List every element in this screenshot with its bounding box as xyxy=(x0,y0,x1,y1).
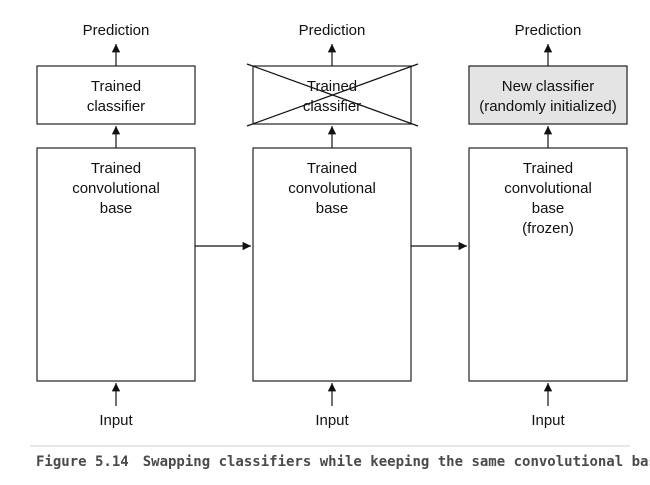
column-2: Prediction Trained classifier Trained co… xyxy=(246,22,419,429)
base-label-line-2: convolutional xyxy=(504,180,592,197)
convolutional-base-box xyxy=(468,147,628,382)
base-label-line-1: Trained xyxy=(307,160,357,177)
input-label: Input xyxy=(315,412,349,429)
cross-out-line-2 xyxy=(246,63,419,127)
input-label: Input xyxy=(531,412,565,429)
caption-number: Figure 5.14 xyxy=(36,454,129,470)
base-label-line-3: base xyxy=(100,200,133,217)
new-classifier-box xyxy=(468,65,628,125)
column-1: Prediction Trained classifier Trained co… xyxy=(36,22,196,429)
prediction-label: Prediction xyxy=(299,22,366,39)
base-label-line-3: base xyxy=(316,200,349,217)
base-label-line-2: convolutional xyxy=(72,180,160,197)
classifier-label-line-1: Trained xyxy=(307,78,357,95)
classifier-label-line-1: New classifier xyxy=(502,78,595,95)
classifier-label-line-2: classifier xyxy=(303,98,361,115)
classifier-label-line-1: Trained xyxy=(91,78,141,95)
classifier-label-line-2: classifier xyxy=(87,98,145,115)
convolutional-base-box xyxy=(36,147,196,382)
column-3: Prediction New classifier (randomly init… xyxy=(468,22,628,429)
prediction-label: Prediction xyxy=(515,22,582,39)
base-label-line-4: (frozen) xyxy=(522,220,574,237)
base-label-line-1: Trained xyxy=(523,160,573,177)
base-label-line-3: base xyxy=(532,200,565,217)
figure-caption: Figure 5.14 Swapping classifiers while ke… xyxy=(36,454,650,470)
prediction-label: Prediction xyxy=(83,22,150,39)
caption-text: Swapping classifiers while keeping the s… xyxy=(143,454,650,470)
classifier-box xyxy=(36,65,196,125)
input-label: Input xyxy=(99,412,133,429)
convolutional-base-box xyxy=(252,147,412,382)
base-label-line-2: convolutional xyxy=(288,180,376,197)
classifier-label-line-2: (randomly initialized) xyxy=(479,98,617,115)
base-label-line-1: Trained xyxy=(91,160,141,177)
